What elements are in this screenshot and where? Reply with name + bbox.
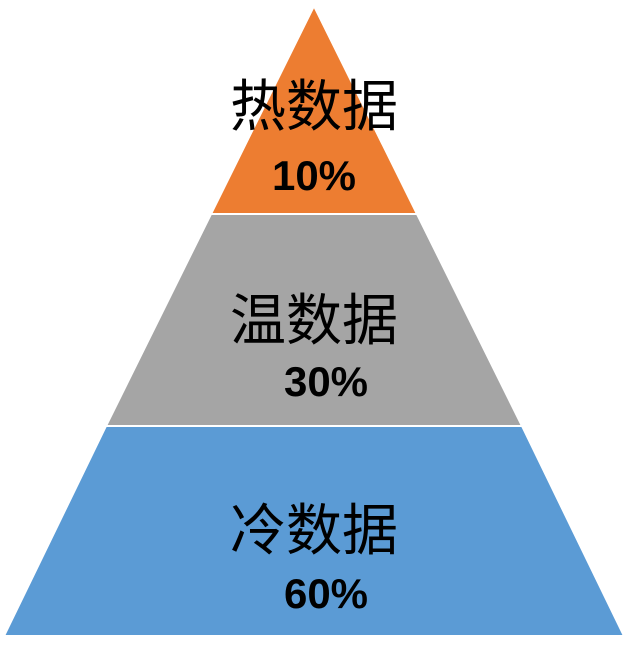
- hot-data-label: 热数据: [230, 75, 398, 140]
- cold-data-percent: 60%: [284, 570, 368, 617]
- cold-data-label: 冷数据: [230, 499, 398, 564]
- cold-data-tier: [2, 425, 626, 637]
- warm-data-percent: 30%: [284, 358, 368, 405]
- warm-data-label: 温数据: [230, 289, 398, 354]
- hot-data-percent: 10%: [272, 152, 356, 199]
